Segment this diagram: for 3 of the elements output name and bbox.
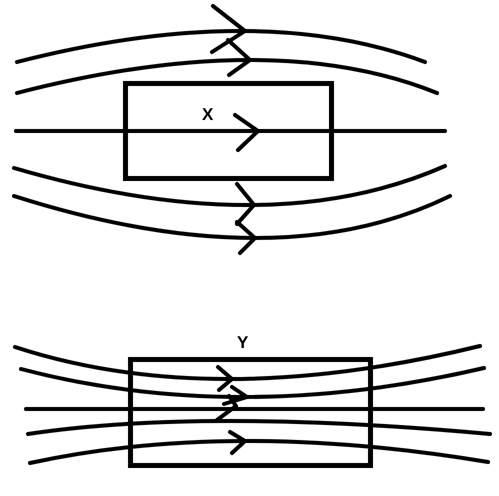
material-box bbox=[123, 81, 334, 181]
material-label: X bbox=[202, 106, 214, 123]
material-label: Y bbox=[237, 334, 248, 351]
